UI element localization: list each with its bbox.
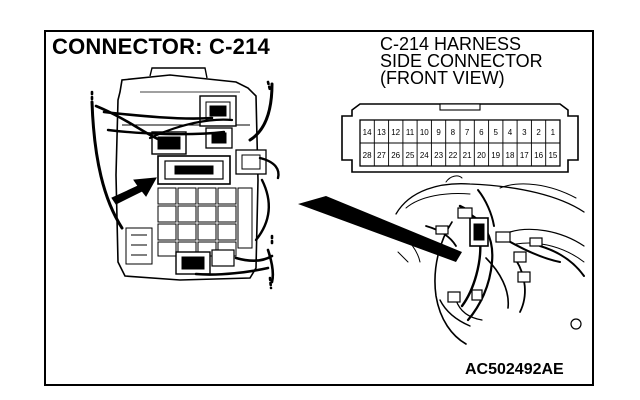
harness-side-connector-label: C-214 HARNESS SIDE CONNECTOR (FRONT VIEW… [380, 34, 543, 88]
pin-label: 4 [508, 128, 513, 137]
pin-label: 23 [434, 151, 443, 160]
pin-label: 21 [463, 151, 472, 160]
pin-label: 5 [493, 128, 498, 137]
pin-label: 25 [406, 151, 415, 160]
location-pointer [298, 196, 462, 262]
pin-label: 11 [406, 128, 415, 137]
pin-label: 2 [536, 128, 541, 137]
vehicle-location-sketch [395, 175, 585, 345]
harness-label-line-1: C-214 HARNESS [380, 34, 522, 54]
diagram-frame [44, 30, 594, 386]
pin-label: 15 [548, 151, 557, 160]
pin-label: 13 [377, 128, 386, 137]
figure-code: AC502492AE [465, 361, 564, 378]
pin-label: 1 [551, 128, 556, 137]
pin-label: 17 [520, 151, 529, 160]
pin-label: 28 [363, 151, 372, 160]
pin-label: 12 [391, 128, 400, 137]
harness-label-line-2: SIDE CONNECTOR [380, 51, 543, 71]
connector-title: CONNECTOR: C-214 [52, 34, 270, 59]
pin-label: 19 [491, 151, 500, 160]
pin-label: 26 [391, 151, 400, 160]
harness-connector-face [341, 103, 579, 173]
pin-label: 16 [534, 151, 543, 160]
pin-label: 20 [477, 151, 486, 160]
pin-label: 18 [506, 151, 515, 160]
pin-label: 9 [436, 128, 441, 137]
pin-label: 27 [377, 151, 386, 160]
pin-label: 8 [451, 128, 456, 137]
connector-pin-labels: 14 13 12 11 10 9 8 7 6 5 4 3 2 1 28 27 2… [363, 128, 558, 160]
pin-label: 6 [479, 128, 484, 137]
junction-block [115, 67, 267, 281]
pointer-arrow [111, 177, 157, 205]
pin-label: 24 [420, 151, 429, 160]
pin-label: 7 [465, 128, 470, 137]
pin-label: 10 [420, 128, 429, 137]
pin-label: 22 [448, 151, 457, 160]
pin-label: 3 [522, 128, 527, 137]
harness-label-line-3: (FRONT VIEW) [380, 68, 505, 88]
junction-wires [90, 80, 280, 290]
pin-label: 14 [363, 128, 372, 137]
